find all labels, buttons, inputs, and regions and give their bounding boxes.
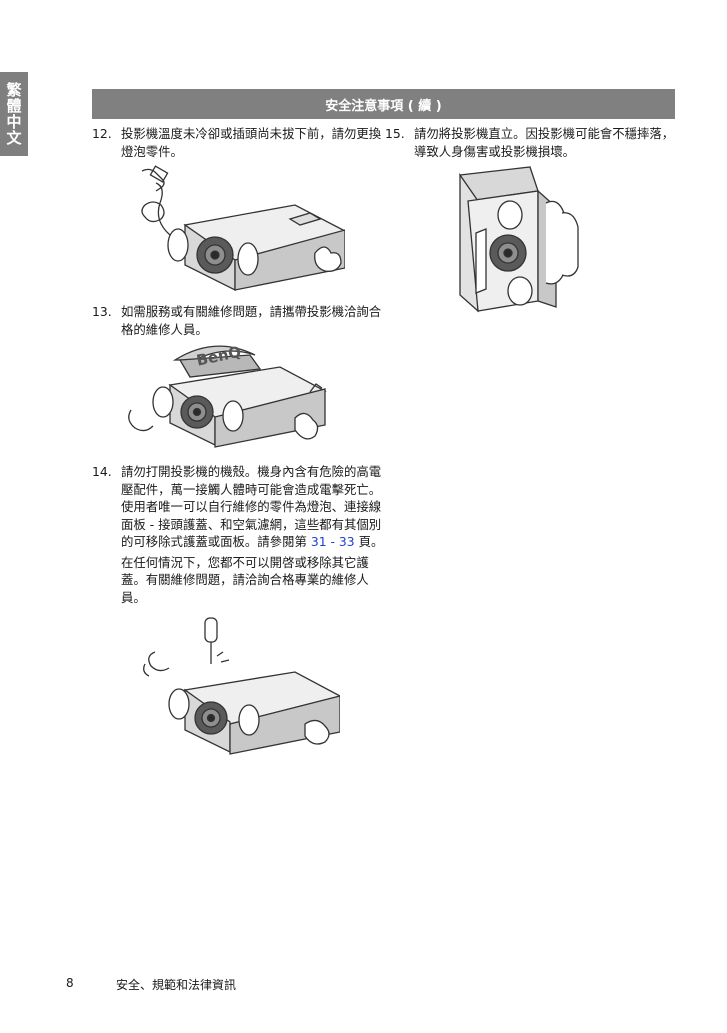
- language-tab: 繁體中文: [0, 72, 28, 156]
- projector-upright-illustration: [459, 166, 579, 313]
- item-number: 13.: [92, 304, 112, 319]
- item-text: 請勿將投影機直立。因投影機可能會不穩摔落，導致人身傷害或投影機損壞。: [414, 126, 675, 159]
- item-text-before-link: 請勿打開投影機的機殼。機身內含有危險的高電壓配件，萬一接觸人體時可能會造成電擊死…: [121, 464, 382, 549]
- item-text-secondary: 在任何情況下，您都不可以開啓或移除其它護蓋。有關維修問題，請洽詢合格專業的維修人…: [121, 554, 369, 605]
- item-text: 請勿打開投影機的機殼。機身內含有危險的高電壓配件，萬一接觸人體時可能會造成電擊死…: [121, 463, 387, 551]
- list-item-15: 15. 請勿將投影機直立。因投影機可能會不穩摔落，導致人身傷害或投影機損壞。: [385, 125, 675, 160]
- projector-unplug-illustration: [141, 165, 345, 292]
- item-text-after-link: 頁。: [354, 534, 384, 549]
- projector-service-illustration: BenQ: [128, 343, 327, 448]
- projector-no-open-illustration: [143, 617, 340, 755]
- item-number: 14.: [92, 464, 112, 479]
- footer-title: 安全、規範和法律資訊: [116, 978, 237, 992]
- list-item-14: 14. 請勿打開投影機的機殼。機身內含有危險的高電壓配件，萬一接觸人體時可能會造…: [92, 463, 387, 606]
- page-number: 8: [66, 976, 74, 990]
- item-number: 12.: [92, 126, 112, 141]
- section-header: 安全注意事項 ( 續 ): [92, 89, 675, 119]
- page-reference-link[interactable]: 31 - 33: [310, 534, 355, 549]
- item-text: 如需服務或有關維修問題，請攜帶投影機洽詢合格的維修人員。: [121, 304, 382, 337]
- item-number: 15.: [385, 126, 405, 141]
- list-item-12: 12. 投影機溫度未冷卻或插頭尚未拔下前，請勿更換燈泡零件。: [92, 125, 382, 160]
- item-text: 投影機溫度未冷卻或插頭尚未拔下前，請勿更換燈泡零件。: [121, 126, 382, 159]
- list-item-13: 13. 如需服務或有關維修問題，請攜帶投影機洽詢合格的維修人員。: [92, 303, 382, 338]
